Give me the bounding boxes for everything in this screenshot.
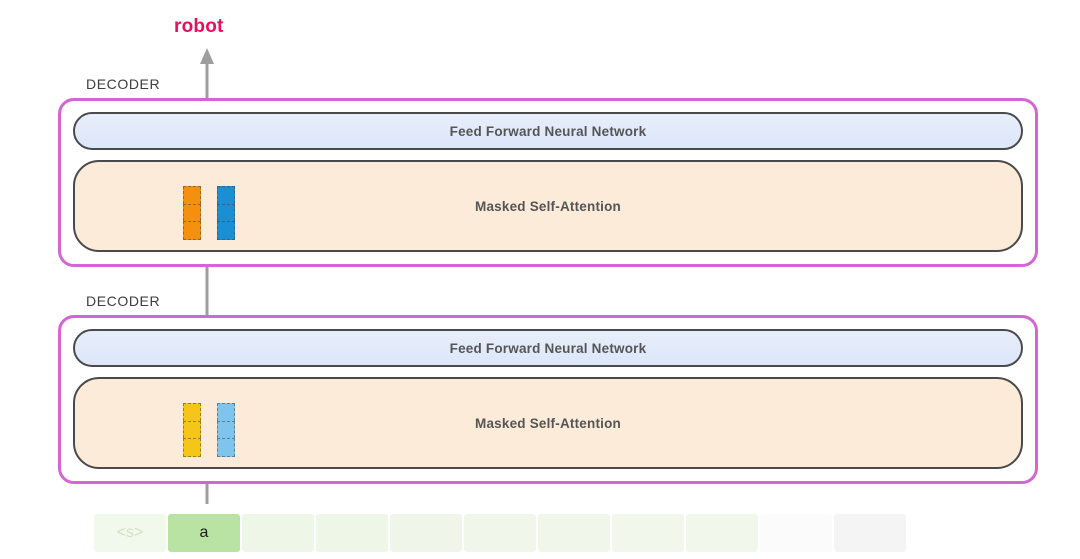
- vector-blue: [217, 186, 235, 241]
- token-cell[interactable]: [538, 514, 610, 552]
- vector-segment: [183, 186, 201, 204]
- feed-forward-layer-2[interactable]: Feed Forward Neural Network: [73, 329, 1023, 367]
- token-cell[interactable]: [390, 514, 462, 552]
- input-token-strip: <s>a: [94, 514, 906, 552]
- vector-segment: [217, 186, 235, 204]
- token-cell[interactable]: [834, 514, 906, 552]
- token-cell[interactable]: [242, 514, 314, 552]
- vector-segment: [217, 420, 235, 439]
- decoder-label-1: DECODER: [86, 76, 161, 92]
- vector-segment: [183, 420, 201, 439]
- vector-group-2: [183, 403, 235, 458]
- vector-yellow: [183, 403, 201, 458]
- token-cell[interactable]: [612, 514, 684, 552]
- vector-segment: [217, 438, 235, 458]
- decoder-label-2: DECODER: [86, 293, 161, 309]
- vector-segment: [217, 403, 235, 421]
- token-cell[interactable]: [686, 514, 758, 552]
- masked-self-attention-layer-1[interactable]: Masked Self-Attention: [73, 160, 1023, 252]
- decoder-outline-2: Feed Forward Neural Network Masked Self-…: [58, 315, 1038, 484]
- decoder-outline-1: Feed Forward Neural Network Masked Self-…: [58, 98, 1038, 267]
- vector-segment: [183, 438, 201, 458]
- token-cell-active[interactable]: a: [168, 514, 240, 552]
- output-token-label: robot: [174, 16, 224, 37]
- token-cell[interactable]: [760, 514, 832, 552]
- decoder-block-1: DECODER Feed Forward Neural Network Mask…: [58, 76, 1038, 267]
- token-cell[interactable]: [464, 514, 536, 552]
- feed-forward-layer-1-title: Feed Forward Neural Network: [449, 123, 647, 139]
- vector-lightblue: [217, 403, 235, 458]
- decoder-block-2: DECODER Feed Forward Neural Network Mask…: [58, 293, 1038, 484]
- vector-group-1: [183, 186, 235, 241]
- vector-segment: [217, 221, 235, 241]
- feed-forward-layer-1[interactable]: Feed Forward Neural Network: [73, 112, 1023, 150]
- masked-self-attention-layer-1-title: Masked Self-Attention: [475, 198, 621, 214]
- token-cell[interactable]: <s>: [94, 514, 166, 552]
- feed-forward-layer-2-title: Feed Forward Neural Network: [449, 340, 647, 356]
- vector-segment: [183, 221, 201, 241]
- vector-segment: [217, 203, 235, 222]
- token-cell[interactable]: [316, 514, 388, 552]
- vector-segment: [183, 403, 201, 421]
- masked-self-attention-layer-2[interactable]: Masked Self-Attention: [73, 377, 1023, 469]
- vector-segment: [183, 203, 201, 222]
- vector-orange: [183, 186, 201, 241]
- masked-self-attention-layer-2-title: Masked Self-Attention: [475, 415, 621, 431]
